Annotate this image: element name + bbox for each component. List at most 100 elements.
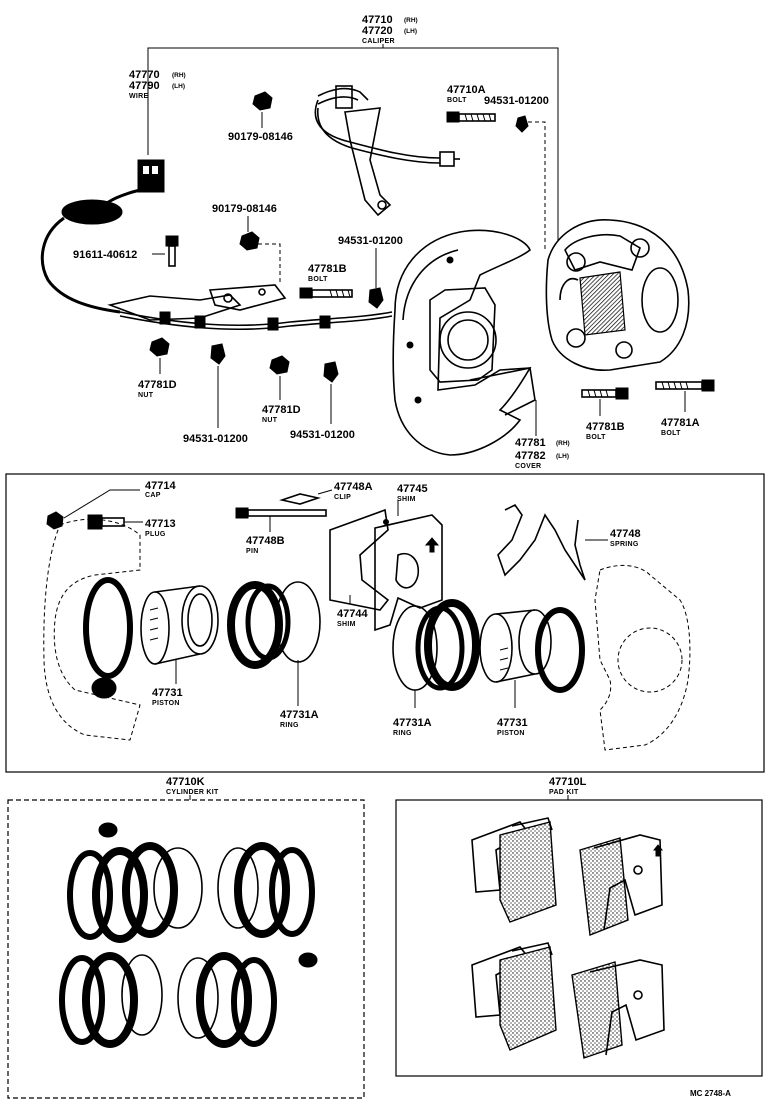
caliper-pn-lh: 47720	[362, 25, 393, 37]
caliper-leader	[147, 44, 559, 240]
piston-right-pn: 47731	[497, 717, 528, 729]
bolt-a-pn: 47710A	[447, 84, 486, 96]
wire-harness	[40, 199, 393, 331]
nut-d-right-icon	[269, 355, 290, 375]
wire-lh: (LH)	[172, 83, 185, 90]
shim-mid-name: SHIM	[337, 621, 356, 628]
bolt-b-top-name: BOLT	[308, 276, 328, 283]
clip-top-icon	[515, 115, 529, 133]
caliper-rh: (RH)	[404, 17, 418, 24]
nut-d-left-pn: 47781D	[138, 379, 177, 391]
nut-d-right-name: NUT	[262, 417, 278, 424]
cylinder-kit-parts	[59, 822, 318, 1048]
clip-shim-name: CLIP	[334, 494, 351, 501]
cover-rh: (RH)	[556, 440, 570, 447]
ring-right-name: RING	[393, 730, 412, 737]
seal-right	[535, 607, 585, 693]
clip-top-pn: 94531-01200	[484, 95, 549, 107]
shim-top-pn: 47745	[397, 483, 428, 495]
bolt-b-right-pn: 47781B	[586, 421, 625, 433]
brake-hose	[314, 85, 460, 167]
nut-mid-pn: 90179-08146	[212, 203, 277, 215]
clip-bottom-left-pn: 94531-01200	[183, 433, 248, 445]
cylinder-kit-name: CYLINDER KIT	[166, 789, 219, 796]
wire-name: WIRE	[129, 93, 149, 100]
ring-left-name: RING	[280, 722, 299, 729]
nut-d-left-icon	[149, 337, 170, 357]
bolt-b-top-pn: 47781B	[308, 263, 347, 275]
shim-mid-shape	[329, 508, 390, 611]
clip-mid-pn: 94531-01200	[338, 235, 403, 247]
nut-top-icon	[252, 91, 273, 111]
cap-pn: 47714	[145, 480, 176, 492]
bolt-b-right-name: BOLT	[586, 434, 606, 441]
piston-right	[479, 609, 552, 683]
spring-shape	[497, 503, 586, 581]
bolt-a-right-icon	[655, 379, 715, 392]
spring-name: SPRING	[610, 541, 639, 548]
pad-kit-frame	[395, 799, 763, 1077]
piston-left-pn: 47731	[152, 687, 183, 699]
cylinder-kit-pn: 47710K	[166, 776, 205, 788]
clip-mid-icon	[368, 287, 384, 309]
bolt-clamp-pn: 91611-40612	[73, 249, 137, 261]
cover-pn-rh: 47781	[515, 437, 546, 449]
pin-pn: 47748B	[246, 535, 285, 547]
cover-pn-lh: 47782	[515, 450, 546, 462]
caliper-ghost-left	[43, 518, 141, 741]
seal-left	[83, 577, 133, 679]
cover-name: COVER	[515, 463, 541, 470]
boot-right	[415, 599, 480, 691]
cap-name: CAP	[145, 492, 161, 499]
caliper-ghost-right	[594, 564, 691, 751]
plug-pn: 47713	[145, 518, 176, 530]
caliper-pn-rh: 47710	[362, 14, 393, 26]
wire-bracket	[107, 284, 287, 321]
clip-bottom-left-icon	[210, 343, 226, 365]
cover-lh: (LH)	[556, 453, 569, 460]
wire-connector	[99, 159, 165, 210]
plug-name: PLUG	[145, 531, 166, 538]
pin-name: PIN	[246, 548, 259, 555]
clamp-bolt-icon	[165, 235, 179, 267]
bolt-a-icon	[446, 111, 496, 123]
clip-bottom-right-pn: 94531-01200	[290, 429, 355, 441]
bolt-b-right-icon	[581, 387, 629, 400]
pad-kit-parts	[471, 817, 665, 1059]
ring-right-pn: 47731A	[393, 717, 432, 729]
clip-bottom-right-icon	[323, 361, 339, 383]
pad-kit-name: PAD KIT	[549, 789, 579, 796]
pin-icon	[235, 507, 327, 519]
cylinder-kit-frame	[7, 799, 365, 1099]
shim-clip-icon	[279, 493, 321, 505]
clip-shim-pn: 47748A	[334, 481, 373, 493]
spring-pn: 47748	[610, 528, 641, 540]
bolt-a-right-name: BOLT	[661, 430, 681, 437]
cap-icon	[46, 511, 64, 530]
nut-top-pn: 90179-08146	[228, 131, 293, 143]
nut-d-left-name: NUT	[138, 392, 154, 399]
shim-top-name: SHIM	[397, 496, 416, 503]
piston-left-name: PISTON	[152, 700, 180, 707]
caliper-name: CALIPER	[362, 38, 395, 45]
caliper-body	[545, 219, 690, 371]
bolt-a-right-pn: 47781A	[661, 417, 700, 429]
plug-icon	[87, 514, 125, 530]
nut-mid-icon	[239, 231, 260, 251]
caliper-lh: (LH)	[404, 28, 417, 35]
shim-mid-pn: 47744	[337, 608, 368, 620]
hose-bracket	[344, 107, 392, 217]
pad-kit-pn: 47710L	[549, 776, 587, 788]
exploded-caliper-frame	[5, 473, 765, 773]
bolt-b-top-icon	[299, 287, 353, 299]
shim-top-shape	[374, 514, 443, 632]
wire-rh: (RH)	[172, 72, 186, 79]
ring-left-pn: 47731A	[280, 709, 319, 721]
boot-left	[227, 581, 291, 669]
wire-pn-lh: 47790	[129, 80, 160, 92]
dust-cover	[392, 229, 536, 456]
piston-left	[140, 585, 219, 665]
footer-code: MC 2748-A	[690, 1089, 731, 1098]
nut-d-right-pn: 47781D	[262, 404, 301, 416]
